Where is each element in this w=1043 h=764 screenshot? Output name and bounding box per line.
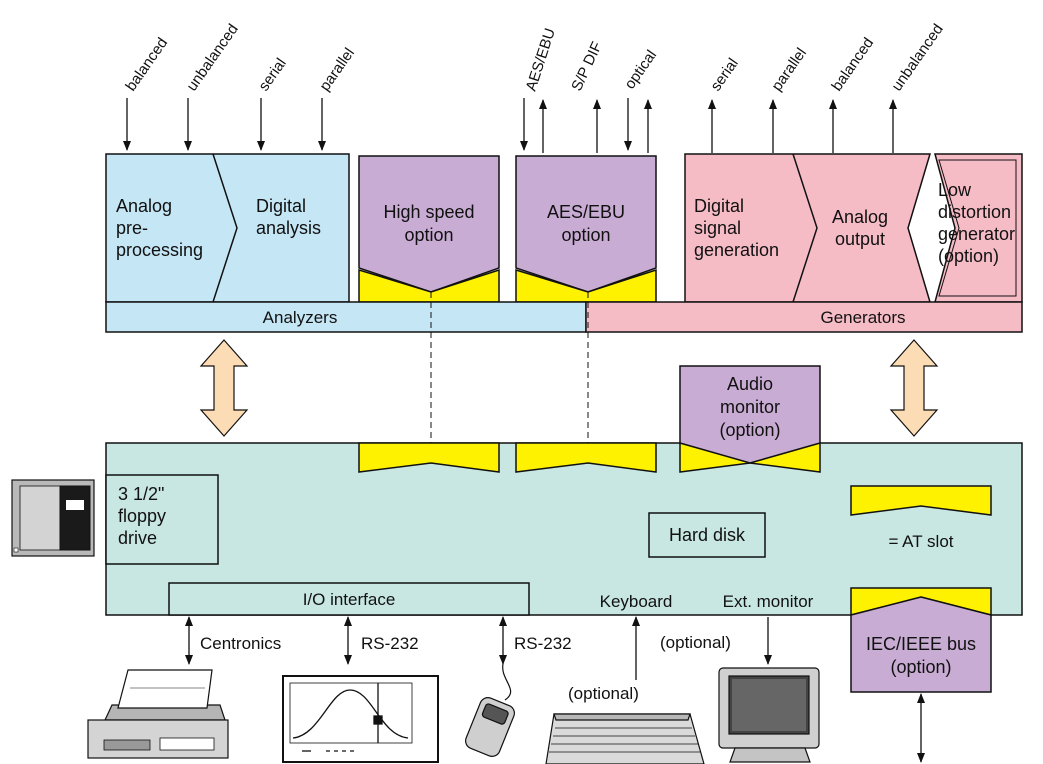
low-distortion-line4: (option)	[938, 246, 999, 266]
plotter-icon	[282, 675, 439, 763]
optional-label-a: (optional)	[660, 633, 731, 652]
bus-arrows	[199, 339, 939, 437]
io-interface-box: I/O interface	[168, 582, 530, 616]
floppy-line2: floppy	[118, 506, 166, 526]
mouse-icon	[465, 663, 515, 757]
analog-output-line1: Analog	[832, 207, 888, 227]
label-parallel-in: parallel	[316, 45, 358, 94]
high-speed-line1: High speed	[383, 202, 474, 222]
digital-analysis-line2: analysis	[256, 218, 321, 238]
label-aes-ebu-in: AES/EBU	[523, 26, 559, 93]
monitor-icon	[718, 667, 820, 763]
hard-disk-box: Hard disk	[648, 512, 766, 558]
keyboard-icon	[545, 713, 705, 764]
high-speed-option: High speed option	[358, 155, 500, 303]
label-unbalanced-in: unbalanced	[183, 21, 241, 94]
port-arrows	[185, 616, 925, 763]
label-serial-out: serial	[707, 55, 741, 94]
floppy-line1: 3 1/2"	[118, 484, 164, 504]
printer-icon	[87, 669, 229, 759]
digital-signal-line3: generation	[694, 240, 779, 260]
high-speed-line2: option	[404, 225, 453, 245]
ext-monitor-label: Ext. monitor	[723, 592, 814, 611]
generator-output-arrows	[708, 99, 897, 153]
label-optical-in: optical	[621, 47, 660, 92]
dashed-connectors	[430, 292, 589, 462]
aes-ebu-option-line2: option	[561, 225, 610, 245]
analyzer-block: Analog pre- processing Digital analysis	[105, 153, 350, 303]
audio-monitor-line2: monitor	[720, 397, 780, 417]
input-output-labels: balanced unbalanced serial parallel AES/…	[122, 21, 946, 94]
floppy-line3: drive	[118, 528, 157, 548]
low-distortion-line3: generator	[938, 224, 1015, 244]
aes-ebu-option: AES/EBU option	[515, 155, 657, 303]
floppy-drive-icon	[11, 479, 95, 557]
analog-preprocessing-line2: pre-	[116, 218, 148, 238]
rs232-label-b: RS-232	[514, 634, 572, 653]
iec-line1: IEC/IEEE bus	[866, 634, 976, 654]
label-balanced-out: balanced	[828, 35, 877, 95]
generators-label: Generators	[820, 308, 905, 327]
label-spdif-in: S/P DIF	[568, 39, 605, 94]
floppy-drive-box: 3 1/2" floppy drive	[105, 474, 219, 565]
low-distortion-line2: distortion	[938, 202, 1011, 222]
hard-disk-label: Hard disk	[669, 525, 746, 545]
digital-signal-line2: signal	[694, 218, 741, 238]
keyboard-label: Keyboard	[600, 592, 673, 611]
rs232-label-a: RS-232	[361, 634, 419, 653]
audio-monitor-line1: Audio	[727, 374, 773, 394]
low-distortion-line1: Low	[938, 180, 972, 200]
right-bus-arrow	[889, 339, 939, 437]
analyzer-generator-bar: Analyzers Generators	[105, 301, 1023, 333]
analog-preprocessing-line1: Analog	[116, 196, 172, 216]
low-distortion-generator: Low distortion generator (option)	[934, 153, 1023, 303]
at-slot-legend: = AT slot	[850, 485, 992, 551]
audio-monitor-line3: (option)	[719, 420, 780, 440]
left-bus-arrow	[199, 339, 249, 437]
label-unbalanced-out: unbalanced	[888, 21, 946, 94]
centronics-label: Centronics	[200, 634, 281, 653]
digital-signal-line1: Digital	[694, 196, 744, 216]
io-interface-label: I/O interface	[303, 590, 396, 609]
label-balanced-in: balanced	[122, 35, 171, 95]
generator-block: Digital signal generation Analog output	[684, 153, 932, 303]
audio-monitor-option: Audio monitor (option)	[679, 365, 821, 464]
iec-ieee-option: IEC/IEEE bus (option)	[850, 587, 992, 693]
label-parallel-out: parallel	[768, 45, 810, 94]
at-slot-label: = AT slot	[888, 532, 953, 551]
label-serial-in: serial	[255, 55, 289, 94]
analog-output-line2: output	[835, 229, 885, 249]
aes-ebu-option-line1: AES/EBU	[547, 202, 625, 222]
digital-analysis-line1: Digital	[256, 196, 306, 216]
iec-line2: (option)	[890, 657, 951, 677]
analyzers-label: Analyzers	[263, 308, 338, 327]
optional-label-b: (optional)	[568, 684, 639, 703]
analog-preprocessing-line3: processing	[116, 240, 203, 260]
analyzer-input-arrows	[123, 98, 652, 153]
